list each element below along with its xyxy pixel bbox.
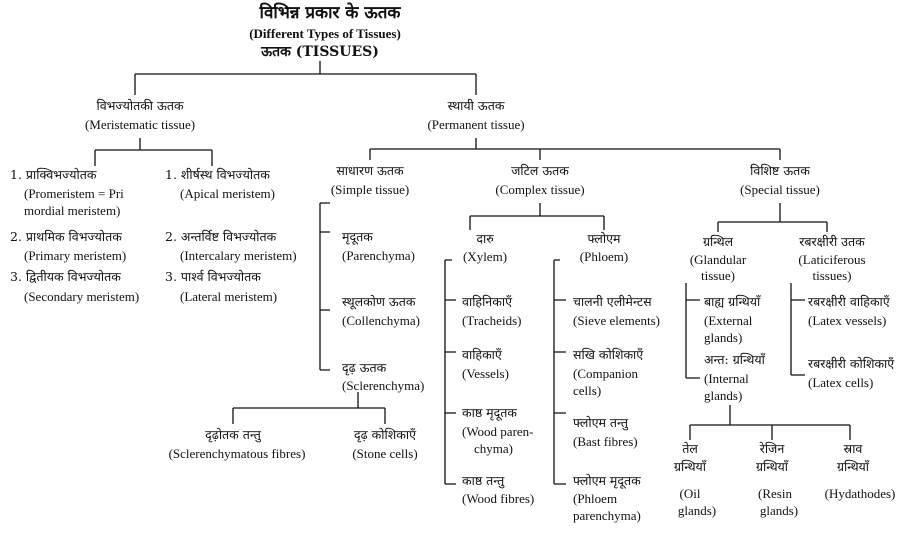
meristem-left-item-en: (Promeristem = Pri: [24, 186, 124, 201]
glandular-en: (Glandular: [689, 252, 747, 267]
meristematic-label-hi: विभज्योतकी ऊतक: [96, 98, 184, 113]
laticiferous-hi: रबरक्षीरी उतक: [799, 234, 865, 249]
glandular-hi: ग्रन्थिल: [702, 234, 734, 249]
simple-label-en: (Simple tissue): [330, 182, 410, 197]
internal-glands-en: (Internal: [704, 371, 749, 386]
phloem-item-hi: सखि कोशिकाएँ: [573, 347, 644, 362]
meristem-left-item: 3. द्वितीयक विभज्योतक: [10, 269, 121, 284]
meristem-left-item-en: mordial meristem): [24, 203, 121, 218]
phloem-item-en: parenchyma): [573, 508, 641, 523]
xylem-item-en: (Tracheids): [462, 313, 522, 328]
phloem-item-hi: चालनी एलीमेन्टस: [573, 294, 652, 309]
meristem-right-item-en: (Lateral meristem): [180, 289, 278, 304]
permanent-label-en: (Permanent tissue): [427, 117, 525, 132]
external-glands-en: (External: [704, 313, 753, 328]
xylem-item-hi: वाहिकाएँ: [462, 347, 502, 362]
latex-cells-hi: रबरक्षीरी कोशिकाएँ: [808, 356, 895, 371]
oil-glands-hi: ग्रन्थियाँ: [673, 459, 707, 474]
sclerenchymatous-fibres-hi: दृढ़ोतक तन्तु: [205, 427, 261, 442]
hydathodes-hi: ग्रन्थियाँ: [836, 459, 870, 474]
special-label-hi: विशिष्ट ऊतक: [750, 163, 810, 178]
phloem-en: (Phloem): [579, 249, 629, 264]
internal-glands-hi: अन्त: ग्रन्थियाँ: [704, 352, 765, 367]
phloem-item-en: (Phloem: [573, 491, 618, 506]
external-glands-en: glands): [704, 330, 743, 345]
xylem-item-hi: काष्ठ मृदूतक: [462, 405, 518, 420]
glandular-en: tissue): [701, 268, 735, 283]
external-glands-hi: बाह्य ग्रन्थियाँ: [704, 294, 761, 309]
latex-vessels-en: (Latex vessels): [808, 313, 887, 328]
stone-cells-en: (Stone cells): [352, 446, 418, 461]
internal-glands-en: glands): [704, 388, 743, 403]
laticiferous-en: tissues): [812, 268, 852, 283]
meristem-left-item-en: (Primary meristem): [24, 248, 127, 263]
complex-label-hi: जटिल ऊतक: [511, 163, 569, 178]
meristematic-label-en: (Meristematic tissue): [84, 117, 196, 132]
xylem-hi: दारु: [476, 231, 494, 246]
simple-label-hi: साधारण ऊतक: [336, 163, 404, 178]
stone-cells-hi: दृढ़ कोशिकाएँ: [354, 427, 416, 442]
meristem-right-item-en: (Intercalary meristem): [180, 248, 297, 263]
phloem-item-en: (Companion: [573, 366, 638, 381]
phloem-hi: फ्लोएम: [587, 231, 621, 246]
resin-glands-hi: रेजिन: [759, 441, 785, 456]
parenchyma-en: (Parenchyma): [342, 248, 415, 263]
phloem-item-en: (Bast fibres): [573, 434, 638, 449]
sclerenchyma-hi: दृढ़ ऊतक: [342, 360, 387, 375]
collenchyma-en: (Collenchyma): [342, 313, 420, 328]
permanent-label-hi: स्थायी ऊतक: [447, 98, 505, 113]
xylem-item-en: (Wood fibres): [462, 491, 535, 506]
xylem-item-en: chyma): [474, 441, 513, 456]
root-node-tissues: ऊतक (TISSUES): [261, 44, 379, 60]
complex-label-en: (Complex tissue): [495, 182, 585, 197]
oil-glands-en: (Oil: [679, 486, 701, 501]
oil-glands-hi: तेल: [682, 441, 698, 456]
sclerenchyma-en: (Sclerenchyma): [342, 378, 425, 393]
title-english: (Different Types of Tissues): [249, 26, 401, 41]
meristem-right-item: 1. शीर्षस्थ विभज्योतक: [165, 167, 270, 182]
laticiferous-en: (Laticiferous: [798, 252, 866, 267]
oil-glands-en: glands): [677, 503, 717, 518]
meristem-right-item: 3. पार्श्व विभज्योतक: [165, 269, 261, 284]
phloem-item-en: cells): [573, 383, 602, 398]
special-label-en: (Special tissue): [740, 182, 820, 197]
resin-glands-en: (Resin: [758, 486, 792, 501]
hydathodes-en: (Hydathodes): [824, 486, 896, 501]
meristem-left-item: 1. प्राक्विभज्योतक: [10, 167, 97, 182]
xylem-en: (Xylem): [462, 249, 508, 264]
meristem-right-item-en: (Apical meristem): [180, 186, 275, 201]
resin-glands-hi: ग्रन्थियाँ: [755, 459, 789, 474]
collenchyma-hi: स्थूलकोण ऊतक: [342, 294, 416, 309]
meristem-right-item: 2. अन्तर्विष्ट विभज्योतक: [165, 229, 277, 244]
parenchyma-hi: मृदूतक: [342, 229, 373, 244]
sclerenchymatous-fibres-en: (Sclerenchymatous fibres): [168, 446, 306, 461]
phloem-item-hi: फ्लोएम तन्तु: [573, 415, 629, 430]
latex-vessels-hi: रबरक्षीरी वाहिकाएँ: [808, 294, 890, 309]
phloem-item-hi: फ्लोएम मृदूतक: [573, 473, 641, 488]
title-hindi: विभिन्न प्रकार के ऊतक: [259, 3, 401, 23]
xylem-item-en: (Wood paren-: [462, 424, 534, 439]
xylem-item-hi: वाहिनिकाएँ: [462, 294, 512, 309]
meristem-left-item-en: (Secondary meristem): [24, 289, 140, 304]
phloem-item-en: (Sieve elements): [573, 313, 660, 328]
resin-glands-en: glands): [759, 503, 799, 518]
hydathodes-hi: स्राव: [843, 441, 863, 456]
meristem-left-item: 2. प्राथमिक विभज्योतक: [10, 229, 122, 244]
latex-cells-en: (Latex cells): [808, 375, 874, 390]
xylem-item-en: (Vessels): [462, 366, 509, 381]
xylem-item-hi: काष्ठ तन्तु: [462, 473, 505, 488]
